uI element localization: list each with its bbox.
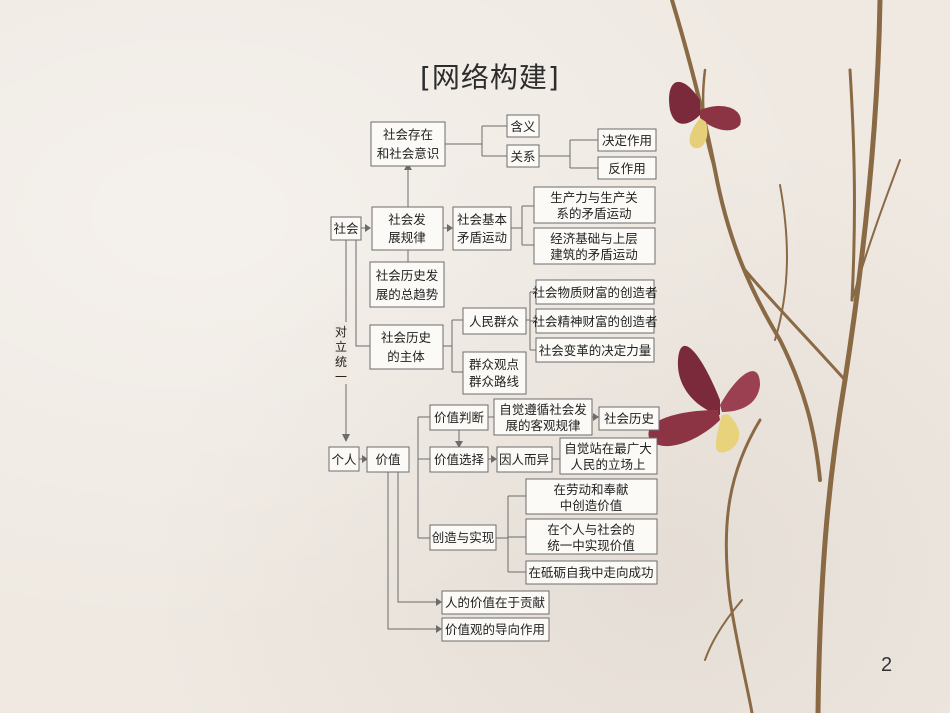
node-jingshen-caifu: 社会精神财富的创造者 bbox=[532, 308, 658, 334]
node-jingji-jichu: 经济基础与上层 建筑的矛盾运动 bbox=[533, 227, 656, 265]
svg-text:人民群众: 人民群众 bbox=[469, 314, 519, 329]
node-gongxian: 人的价值在于贡献 bbox=[441, 590, 550, 615]
svg-text:和社会意识: 和社会意识 bbox=[377, 146, 440, 161]
node-hanyi: 含义 bbox=[506, 114, 540, 138]
node-jiazhi-xuanze: 价值选择 bbox=[429, 446, 489, 473]
node-jiben-maodun: 社会基本 矛盾运动 bbox=[452, 206, 512, 251]
node-fazhan-guilv: 社会发 展规律 bbox=[371, 206, 444, 251]
node-fan-zuoyong: 反作用 bbox=[597, 156, 657, 180]
label-duili-tongyi: 对 立 统 一 bbox=[334, 322, 349, 384]
node-qunzhong-guandian: 群众观点 群众路线 bbox=[462, 351, 527, 395]
svg-text:个人: 个人 bbox=[331, 452, 357, 467]
node-zijue-zhanzai: 自觉站在最广大 人民的立场上 bbox=[559, 437, 658, 475]
svg-text:展的客观规律: 展的客观规律 bbox=[505, 418, 580, 433]
svg-text:立: 立 bbox=[335, 339, 347, 354]
node-laodong-fengxian: 在劳动和奉献 中创造价值 bbox=[525, 478, 658, 515]
svg-text:在砥砺自我中走向成功: 在砥砺自我中走向成功 bbox=[528, 565, 653, 580]
svg-text:中创造价值: 中创造价值 bbox=[560, 498, 623, 513]
svg-text:因人而异: 因人而异 bbox=[499, 452, 549, 467]
svg-text:的主体: 的主体 bbox=[387, 349, 425, 364]
svg-text:社会变革的决定力量: 社会变革的决定力量 bbox=[539, 343, 652, 358]
page-number: 2 bbox=[881, 654, 893, 676]
node-shehui: 社会 bbox=[330, 216, 362, 241]
node-geren: 个人 bbox=[328, 446, 360, 472]
svg-text:社会历史: 社会历史 bbox=[381, 330, 432, 345]
page-title: [网络构建] bbox=[420, 61, 560, 94]
svg-text:反作用: 反作用 bbox=[608, 161, 646, 176]
svg-text:人民的立场上: 人民的立场上 bbox=[570, 457, 645, 472]
node-zijue-zunxun: 自觉遵循社会发 展的客观规律 bbox=[493, 398, 593, 436]
svg-text:社会基本: 社会基本 bbox=[457, 212, 508, 227]
svg-text:群众路线: 群众路线 bbox=[469, 374, 520, 389]
svg-text:经济基础与上层: 经济基础与上层 bbox=[550, 231, 638, 246]
svg-text:展的总趋势: 展的总趋势 bbox=[376, 287, 439, 302]
svg-text:社会发: 社会发 bbox=[388, 212, 426, 227]
svg-text:一: 一 bbox=[335, 370, 347, 384]
node-guanxi: 关系 bbox=[506, 144, 540, 168]
butterfly-small-icon bbox=[669, 81, 741, 149]
node-renmin-qunzhong: 人民群众 bbox=[462, 307, 527, 335]
node-shengchanli: 生产力与生产关 系的矛盾运动 bbox=[533, 186, 656, 224]
svg-text:统: 统 bbox=[335, 355, 347, 369]
node-shehui-cunzai: 社会存在 和社会意识 bbox=[370, 121, 446, 167]
node-dili-ziwo: 在砥砺自我中走向成功 bbox=[525, 560, 658, 585]
node-jueding-zuoyong: 决定作用 bbox=[597, 128, 657, 152]
node-wuzhi-caifu: 社会物质财富的创造者 bbox=[532, 279, 658, 305]
svg-text:社会物质财富的创造者: 社会物质财富的创造者 bbox=[532, 285, 657, 300]
svg-text:对: 对 bbox=[335, 325, 347, 339]
svg-text:社会历史: 社会历史 bbox=[604, 411, 655, 426]
svg-text:在劳动和奉献: 在劳动和奉献 bbox=[553, 482, 628, 497]
svg-text:关系: 关系 bbox=[510, 149, 535, 164]
node-jiazhi-panduan: 价值判断 bbox=[429, 404, 489, 431]
node-zong-qushi: 社会历史发 展的总趋势 bbox=[369, 261, 445, 308]
node-chuangzao-shixian: 创造与实现 bbox=[429, 524, 497, 551]
svg-text:自觉遵循社会发: 自觉遵循社会发 bbox=[499, 402, 587, 417]
svg-text:人的价值在于贡献: 人的价值在于贡献 bbox=[445, 595, 545, 610]
svg-text:价值判断: 价值判断 bbox=[434, 410, 484, 425]
svg-text:含义: 含义 bbox=[510, 119, 536, 134]
node-zhuti: 社会历史 的主体 bbox=[369, 324, 444, 370]
svg-text:社会历史发: 社会历史发 bbox=[376, 268, 439, 283]
svg-text:统一中实现价值: 统一中实现价值 bbox=[547, 538, 635, 553]
svg-text:展规律: 展规律 bbox=[388, 230, 426, 245]
svg-text:在个人与社会的: 在个人与社会的 bbox=[547, 522, 635, 537]
svg-text:社会精神财富的创造者: 社会精神财富的创造者 bbox=[532, 314, 657, 329]
node-jiazhi: 价值 bbox=[366, 446, 410, 473]
node-yinren-eryi: 因人而异 bbox=[496, 446, 553, 473]
svg-text:价值: 价值 bbox=[375, 452, 400, 467]
svg-text:社会: 社会 bbox=[333, 221, 359, 236]
svg-text:生产力与生产关: 生产力与生产关 bbox=[550, 190, 638, 205]
svg-text:自觉站在最广大: 自觉站在最广大 bbox=[564, 441, 652, 456]
svg-text:系的矛盾运动: 系的矛盾运动 bbox=[556, 206, 631, 221]
svg-text:价值观的导向作用: 价值观的导向作用 bbox=[445, 622, 545, 637]
svg-text:价值选择: 价值选择 bbox=[434, 452, 485, 467]
svg-text:建筑的矛盾运动: 建筑的矛盾运动 bbox=[550, 247, 638, 262]
node-daoxiang: 价值观的导向作用 bbox=[441, 617, 550, 642]
svg-text:矛盾运动: 矛盾运动 bbox=[457, 230, 507, 245]
node-shehui-lishi: 社会历史 bbox=[598, 406, 660, 431]
butterfly-large-icon bbox=[648, 345, 760, 453]
svg-text:创造与实现: 创造与实现 bbox=[432, 530, 495, 545]
node-biange: 社会变革的决定力量 bbox=[535, 337, 655, 363]
svg-text:社会存在: 社会存在 bbox=[383, 127, 433, 142]
svg-text:决定作用: 决定作用 bbox=[602, 133, 652, 148]
node-geren-shehui: 在个人与社会的 统一中实现价值 bbox=[525, 518, 658, 555]
svg-text:群众观点: 群众观点 bbox=[469, 357, 519, 372]
